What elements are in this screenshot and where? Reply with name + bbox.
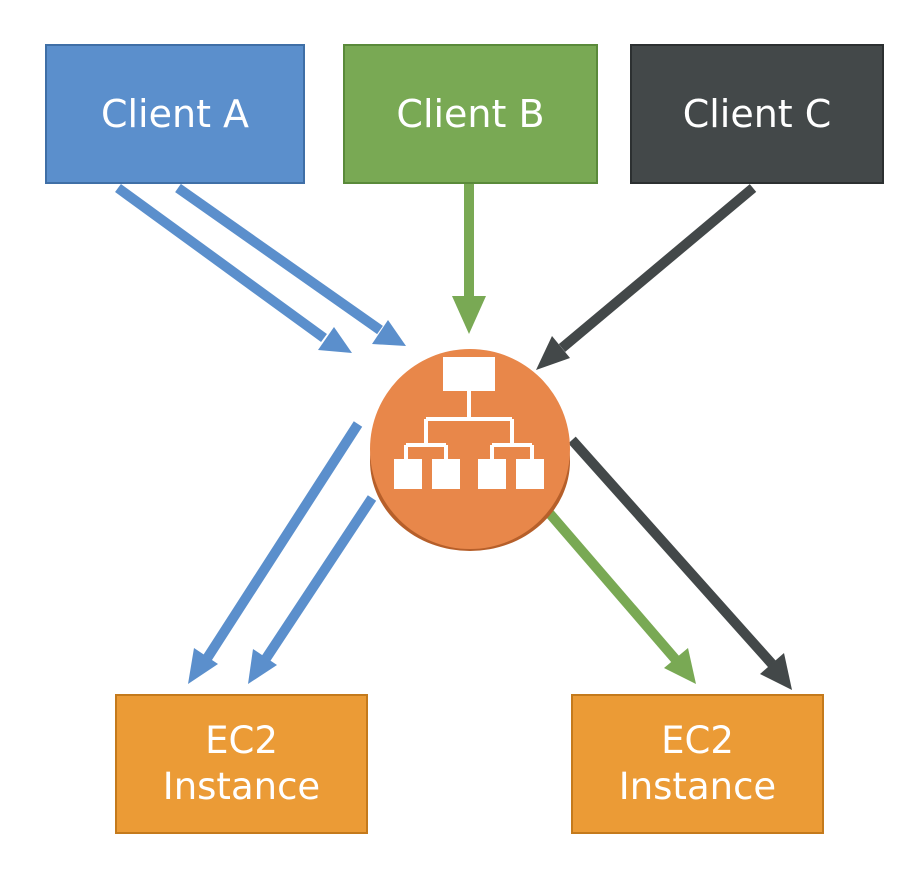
client-a-label: Client A (100, 92, 250, 136)
ec2-right-line2: Instance (618, 765, 777, 808)
arrow-lb-to-ec2-left-2 (248, 495, 377, 684)
ec2-left-line1: EC2 (205, 718, 278, 762)
load-balancer-hierarchy-icon (394, 357, 544, 489)
arrow-lb-to-ec2-right-dark (568, 436, 792, 690)
client-a-box: Client A (45, 44, 305, 184)
arrow-lb-to-ec2-left-1 (188, 421, 363, 684)
ec2-left-line2: Instance (162, 765, 321, 808)
arrow-client-b-to-lb (452, 184, 486, 334)
ec2-right-line1: EC2 (661, 718, 734, 762)
load-balancer-icon (370, 349, 570, 551)
client-b-box: Client B (343, 44, 598, 184)
client-c-box: Client C (630, 44, 884, 184)
client-b-label: Client B (396, 92, 545, 136)
arrow-client-a-to-lb-2 (175, 183, 406, 346)
ec2-instance-right-box: EC2 Instance (571, 694, 824, 834)
client-c-label: Client C (682, 92, 832, 136)
load-balancer-circle (370, 349, 570, 549)
arrow-lb-to-ec2-right-green (534, 496, 696, 684)
arrow-client-c-to-lb (536, 184, 757, 370)
ec2-instance-left-box: EC2 Instance (115, 694, 368, 834)
arrow-client-a-to-lb-1 (115, 183, 352, 353)
